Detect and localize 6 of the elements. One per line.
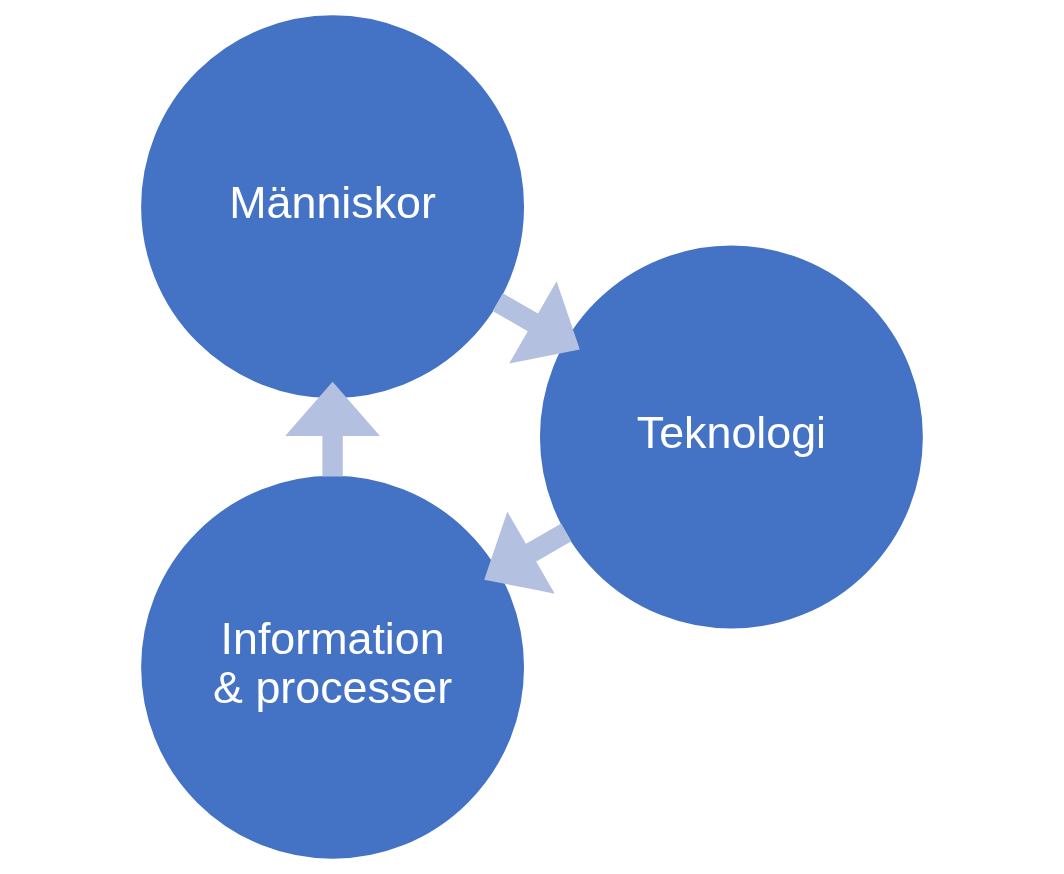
arrow xyxy=(285,381,380,477)
node-circle: Information & processer xyxy=(141,475,525,859)
node-circle: Människor xyxy=(141,15,525,399)
arrow xyxy=(484,511,572,594)
arrow xyxy=(492,281,580,364)
node-circle: Teknologi xyxy=(539,245,923,629)
